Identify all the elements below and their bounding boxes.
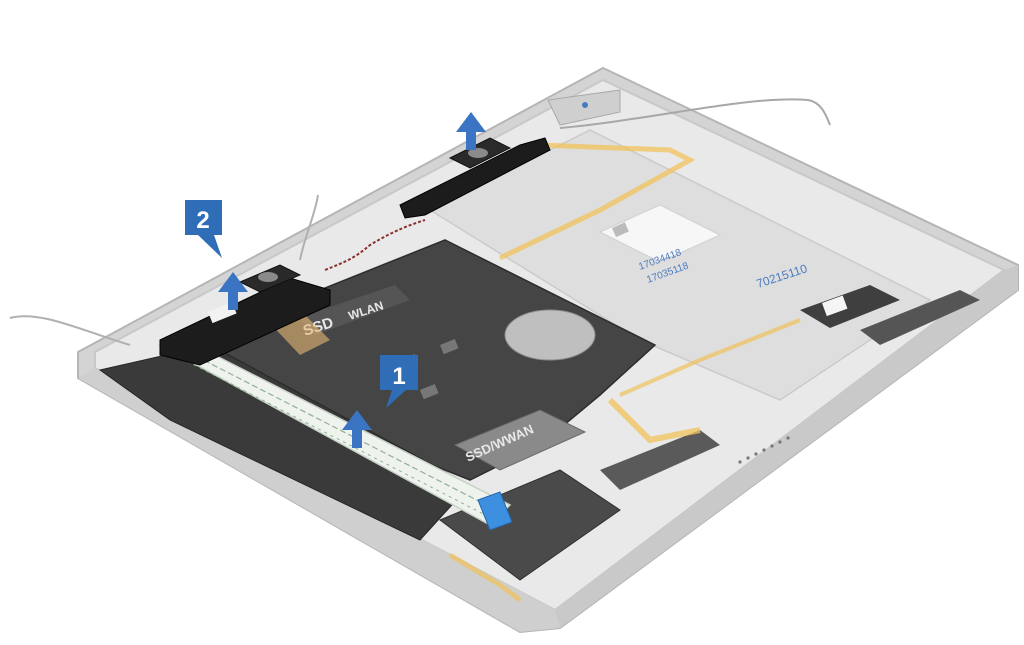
board-component: [582, 102, 588, 108]
callout-number-2: 2: [196, 207, 209, 234]
antenna-wire-right: [559, 98, 831, 129]
pogo-pin-contacts: [738, 436, 790, 464]
callout-box-1: [380, 355, 418, 408]
antenna-wire-left: [9, 315, 131, 346]
speakers: [159, 89, 621, 366]
right-speaker-driver: [468, 148, 488, 158]
shield-round-cutout: [504, 309, 596, 361]
ssd-wlan-label-area: [298, 285, 410, 335]
ssd-wwan-plate: [453, 409, 587, 471]
upper-shield-plate: 17034418 17035118 70215110: [428, 129, 932, 401]
antenna-wires: [9, 98, 831, 346]
module-label: [822, 295, 848, 317]
lift-arrows: [218, 112, 486, 448]
lower-left-bay: [98, 344, 621, 581]
system-label-sticker: [598, 204, 722, 263]
lift-arrow-left-speaker: [218, 272, 248, 310]
speaker-wire: [324, 219, 426, 271]
upper-flex-cable: [498, 142, 696, 261]
lower-flex-cable: [448, 552, 522, 602]
lower-right-component: [439, 469, 621, 581]
shield-cutout: [440, 339, 459, 355]
chassis-rim-right: [555, 265, 1018, 628]
lift-arrow-right-speaker: [456, 112, 486, 150]
callout-number-1: 1: [392, 363, 405, 390]
middle-flex-cable: [619, 318, 801, 397]
callout-box-2: [185, 200, 222, 258]
callout-1: 1: [380, 355, 418, 408]
right-bracket: [860, 290, 980, 345]
cable-print-line: [179, 347, 501, 513]
label-qr-code: [612, 222, 629, 238]
back-plate: [428, 129, 932, 401]
cable-connector-tab: [477, 491, 513, 531]
right-flex-cable: [607, 397, 701, 444]
right-speaker: [399, 137, 551, 219]
right-module: [800, 285, 900, 328]
lower-connector: [600, 430, 720, 490]
left-speaker-driver: [258, 272, 278, 282]
right-side-components: [600, 285, 980, 490]
shield-cutout: [420, 384, 439, 400]
lift-arrow-cable: [342, 410, 372, 448]
antenna-wire-upper: [299, 194, 319, 261]
callout-2: 2: [185, 200, 222, 258]
